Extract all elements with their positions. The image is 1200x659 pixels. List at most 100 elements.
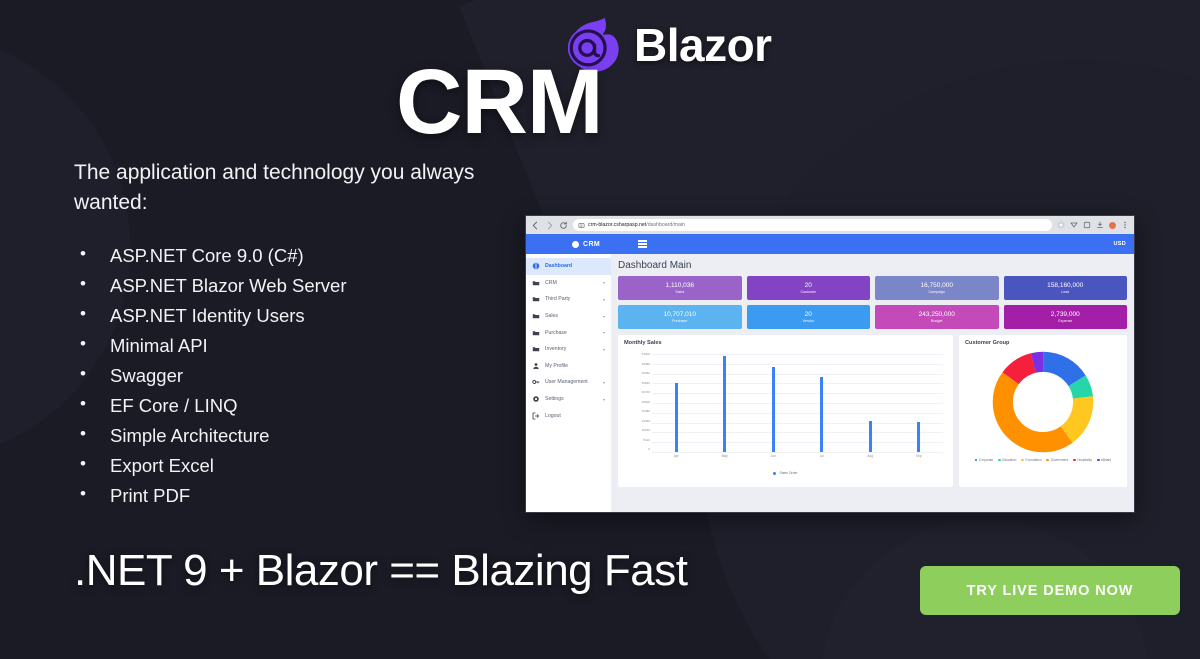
- y-tick-label: 51200: [641, 352, 650, 356]
- browser-toolbar: crm-blazor.csharpasp.net/dashboard/main: [526, 216, 1134, 234]
- folder-icon: [532, 314, 540, 319]
- bar[interactable]: [820, 376, 824, 452]
- site-info-icon[interactable]: [578, 222, 585, 229]
- y-tick-label: 10240: [641, 428, 650, 432]
- sidebar-item-inventory[interactable]: Inventory ▾: [526, 341, 611, 358]
- y-tick-label: 30720: [641, 390, 650, 394]
- stat-label: Lead: [1061, 290, 1070, 295]
- toolbar-actions: [1057, 221, 1129, 229]
- stat-value: 158,160,000: [1047, 281, 1084, 289]
- folder-icon: [532, 281, 540, 286]
- bar-slot: [701, 354, 750, 452]
- kebab-menu-icon[interactable]: [1121, 221, 1129, 229]
- y-tick-label: 15360: [641, 418, 650, 423]
- sidebar-item-label: Settings: [545, 396, 564, 403]
- stat-card-lead[interactable]: 158,160,000 Lead: [1003, 276, 1127, 300]
- sidebar-item-label: User Management: [545, 379, 588, 386]
- chevron-down-icon: ▾: [602, 313, 605, 319]
- sidebar-item-crm[interactable]: CRM ▾: [526, 275, 611, 292]
- y-tick-label: 46080: [641, 361, 650, 366]
- y-tick-label: 25600: [641, 399, 650, 404]
- navbar-brand[interactable]: CRM: [572, 240, 600, 248]
- legend-swatch: [1021, 458, 1025, 462]
- chevron-down-icon: ▾: [602, 330, 605, 336]
- stat-value: 20: [804, 281, 812, 289]
- bar[interactable]: [868, 420, 872, 452]
- sidebar-item-my-profile[interactable]: My Profile: [526, 358, 611, 375]
- stat-card-expense[interactable]: 2,739,000 Expense: [1003, 305, 1127, 329]
- donut-legend-item[interactable]: Education: [998, 458, 1016, 462]
- stat-card-customer[interactable]: 20 Customer: [746, 276, 870, 300]
- sidebar-item-logout[interactable]: Logout: [526, 407, 611, 424]
- sidebar-item-purchase[interactable]: Purchase ▾: [526, 324, 611, 341]
- intro-copy: The application and technology you alway…: [74, 158, 494, 511]
- arrow-left-icon[interactable]: [531, 221, 540, 230]
- currency-label[interactable]: USD: [1113, 241, 1126, 247]
- feature-list: ASP.NET Core 9.0 (C#) ASP.NET Blazor Web…: [74, 240, 494, 511]
- legend-label: Sales Order: [779, 471, 798, 475]
- sidebar-item-dashboard[interactable]: Dashboard: [526, 258, 611, 275]
- star-icon[interactable]: [1057, 221, 1065, 229]
- sidebar-item-sales[interactable]: Sales ▾: [526, 308, 611, 325]
- x-tick-label: Apr: [673, 454, 679, 458]
- stat-card-budget[interactable]: 243,250,000 Budget: [875, 305, 999, 329]
- legend-swatch: [773, 471, 777, 475]
- stat-label: Vendor: [802, 319, 814, 324]
- donut-legend-item[interactable]: Government: [1046, 458, 1068, 462]
- stat-card-campaign[interactable]: 16,750,000 Campaign: [875, 276, 999, 300]
- legend-label: Education: [1002, 458, 1017, 462]
- list-item: ASP.NET Blazor Web Server: [74, 270, 494, 301]
- key-icon: [532, 380, 540, 385]
- page-title: Dashboard Main: [618, 260, 692, 271]
- arrow-right-icon[interactable]: [545, 221, 554, 230]
- donut-legend-item[interactable]: Hospitality: [1073, 458, 1092, 462]
- stat-label: Expense: [1058, 319, 1073, 324]
- stat-label: Customer: [800, 290, 817, 295]
- extensions-icon[interactable]: [1083, 221, 1091, 229]
- reload-icon[interactable]: [559, 221, 568, 230]
- url-text: crm-blazor.csharpasp.net/dashboard/main: [588, 222, 685, 228]
- bar[interactable]: [917, 421, 921, 452]
- legend-swatch: [974, 458, 978, 462]
- try-live-demo-button[interactable]: TRY LIVE DEMO NOW: [920, 566, 1180, 615]
- download-icon[interactable]: [1096, 221, 1104, 229]
- donut-legend-item[interactable]: Corporate: [974, 458, 993, 462]
- list-item: Export Excel: [74, 450, 494, 481]
- url-path: /dashboard/main: [646, 222, 685, 228]
- stat-card-purchase[interactable]: 10,707,010 Purchase: [618, 305, 742, 329]
- bar[interactable]: [771, 366, 775, 452]
- bar-slot: [652, 354, 701, 452]
- donut-legend-item[interactable]: Military: [1096, 458, 1111, 462]
- donut-legend-item[interactable]: Foundation: [1021, 458, 1041, 462]
- legend-label: Hospitality: [1077, 458, 1092, 462]
- sidebar-item-user-management[interactable]: User Management ▾: [526, 374, 611, 391]
- legend-swatch: [998, 458, 1001, 462]
- split-screen-icon[interactable]: [1070, 221, 1078, 229]
- sidebar-item-settings[interactable]: Settings ▾: [526, 391, 611, 408]
- chevron-down-icon: ▾: [602, 346, 605, 352]
- url-host: crm-blazor.csharpasp.net: [588, 222, 647, 228]
- bar-slot: [749, 354, 798, 452]
- list-item: ASP.NET Identity Users: [74, 300, 494, 331]
- bar[interactable]: [723, 356, 727, 452]
- profile-avatar-icon[interactable]: [1109, 221, 1116, 229]
- user-icon: [533, 362, 539, 369]
- hamburger-icon[interactable]: [638, 240, 648, 248]
- legend-label: Government: [1050, 458, 1069, 462]
- bar-series: [652, 354, 943, 452]
- stat-card-sales[interactable]: 1,110,036 Sales: [618, 276, 742, 300]
- bar[interactable]: [674, 383, 678, 452]
- bar-slot: [846, 354, 895, 452]
- stat-value: 10,707,010: [663, 310, 697, 318]
- bar-slot: [798, 354, 847, 452]
- address-bar[interactable]: crm-blazor.csharpasp.net/dashboard/main: [573, 219, 1052, 231]
- app-sidebar: Dashboard CRM ▾ Third Party ▾ Sales: [526, 254, 611, 512]
- sidebar-item-third-party[interactable]: Third Party ▾: [526, 291, 611, 308]
- stat-card-vendor[interactable]: 20 Vendor: [746, 305, 870, 329]
- y-tick-label: 20480: [641, 409, 650, 413]
- folder-icon: [532, 330, 540, 335]
- folder-icon: [532, 347, 540, 352]
